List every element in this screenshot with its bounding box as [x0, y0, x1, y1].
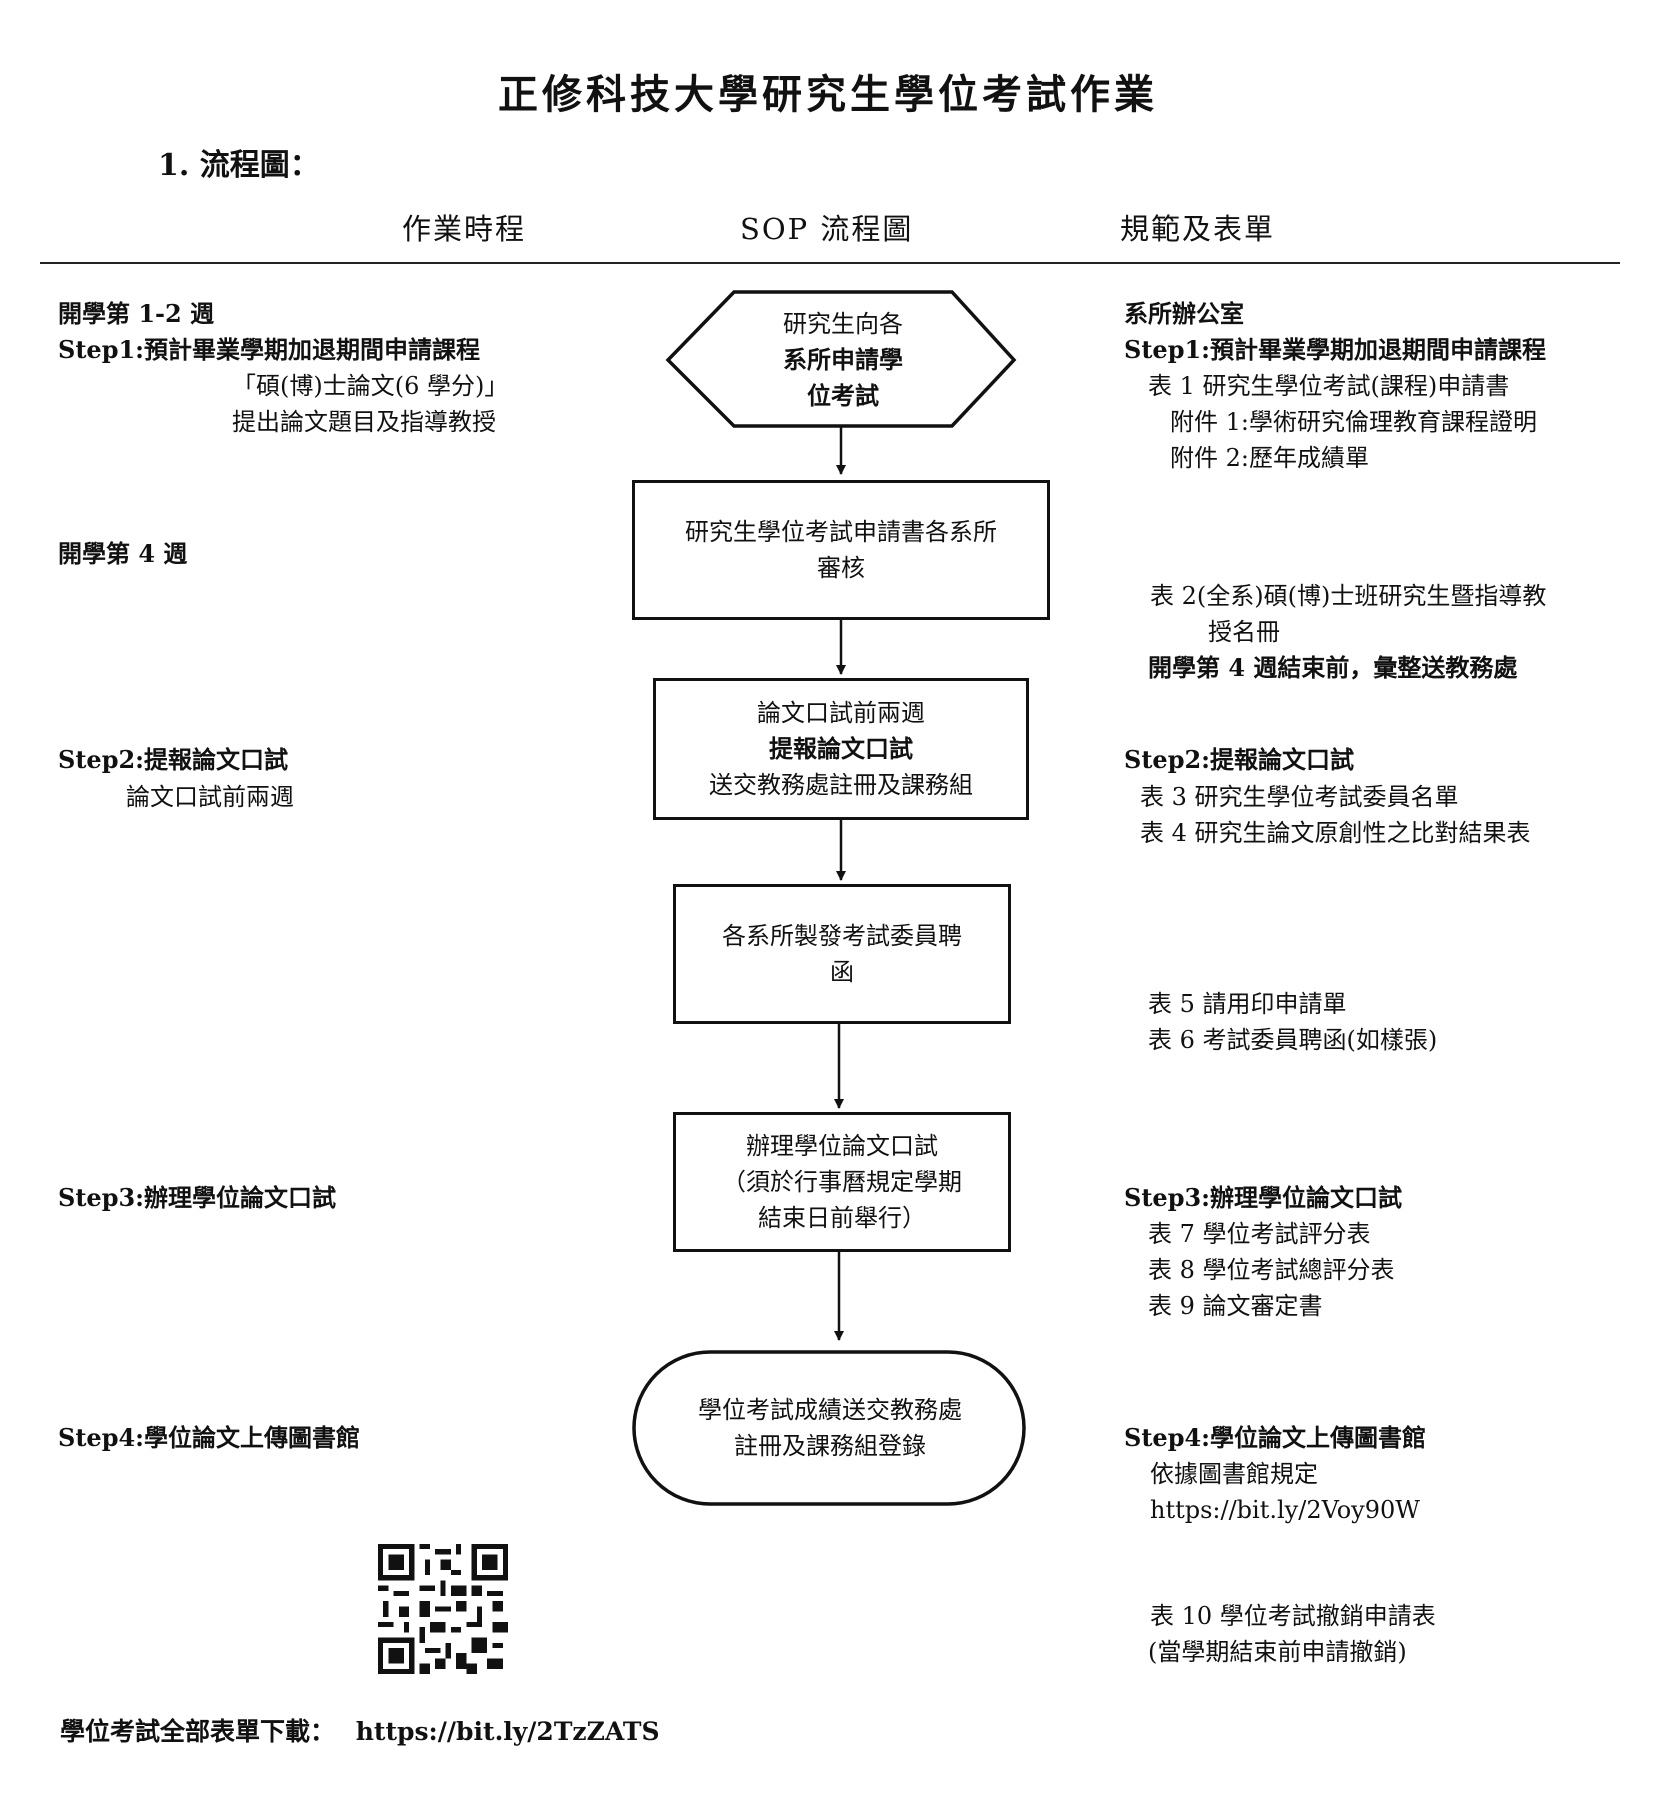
flow-node-oral-exam-line3: 結束日前舉行） — [758, 1204, 926, 1232]
flow-node-review-line1: 研究生學位考試申請書各系所 — [685, 518, 997, 546]
forms-form6: 表 6 考試委員聘函(如樣張) — [1148, 1026, 1438, 1054]
forms-form10: 表 10 學位考試撤銷申請表 — [1150, 1602, 1436, 1630]
flow-node-apply-line3: 位考試 — [807, 381, 879, 410]
forms-step3: Step3:辦理學位論文口試 — [1124, 1183, 1403, 1212]
flow-node-appointment-line2: 函 — [830, 958, 854, 986]
schedule-step3: Step3:辦理學位論文口試 — [58, 1183, 337, 1212]
flow-node-report: 論文口試前兩週 提報論文口試 送交教務處註冊及課務組 — [653, 678, 1029, 820]
flow-node-apply-line1: 研究生向各 — [783, 310, 903, 338]
flow-node-oral-exam-line2: （須於行事曆規定學期 — [722, 1168, 962, 1196]
forms-form10-note: (當學期結束前申請撤銷) — [1148, 1638, 1407, 1666]
forms-library-url[interactable]: https://bit.ly/2Voy90W — [1150, 1496, 1420, 1524]
forms-step2: Step2:提報論文口試 — [1124, 745, 1355, 774]
flow-node-review-line2: 審核 — [817, 554, 865, 582]
footer-download-url[interactable]: https://bit.ly/2TzZATS — [355, 1717, 660, 1746]
schedule-week4: 開學第 4 週 — [58, 539, 188, 568]
column-header-schedule: 作業時程 — [402, 212, 527, 246]
page-title: 正修科技大學研究生學位考試作業 — [498, 71, 1158, 118]
forms-form2-line1: 表 2(全系)碩(博)士班研究生暨指導教 — [1150, 582, 1547, 610]
forms-library-rule: 依據圖書館規定 — [1150, 1460, 1318, 1488]
flow-node-grade-record: 學位考試成績送交教務處 註冊及課務組登錄 — [650, 1360, 1010, 1496]
forms-deadline: 開學第 4 週結束前，彙整送教務處 — [1148, 653, 1518, 682]
flow-node-review: 研究生學位考試申請書各系所 審核 — [632, 480, 1050, 620]
start-node-shape — [665, 290, 1017, 428]
flow-node-apply-line2: 系所申請學 — [783, 345, 903, 374]
schedule-step2: Step2:提報論文口試 — [58, 745, 289, 774]
flow-node-apply: 研究生向各 系所申請學 位考試 — [734, 300, 952, 420]
header-divider — [40, 262, 1620, 264]
forms-form2-line2: 授名冊 — [1208, 618, 1280, 646]
schedule-topic: 提出論文題目及指導教授 — [232, 408, 496, 436]
flow-node-appointment: 各系所製發考試委員聘 函 — [673, 884, 1011, 1024]
flow-node-appointment-line1: 各系所製發考試委員聘 — [722, 922, 962, 950]
forms-attachment2: 附件 2:歷年成績單 — [1170, 444, 1369, 472]
forms-form9: 表 9 論文審定書 — [1148, 1292, 1323, 1320]
section-heading: 1. 流程圖： — [158, 148, 320, 183]
forms-form1: 表 1 研究生學位考試(課程)申請書 — [1148, 372, 1510, 400]
forms-step4: Step4:學位論文上傳圖書館 — [1124, 1423, 1427, 1452]
forms-attachment1: 附件 1:學術研究倫理教育課程證明 — [1170, 408, 1537, 436]
schedule-step1: Step1:預計畢業學期加退期間申請課程 — [58, 335, 481, 364]
schedule-week12: 開學第 1-2 週 — [58, 299, 215, 328]
forms-form3: 表 3 研究生學位考試委員名單 — [1140, 783, 1459, 811]
forms-form8: 表 8 學位考試總評分表 — [1148, 1256, 1395, 1284]
terminal-node-shape — [632, 1350, 1026, 1506]
flow-node-report-line1: 論文口試前兩週 — [757, 699, 925, 727]
qr-code-icon[interactable] — [378, 1544, 508, 1674]
flow-node-report-line2: 提報論文口試 — [769, 734, 913, 763]
flow-node-grade-record-line1: 學位考試成績送交教務處 — [698, 1396, 962, 1424]
forms-step1: Step1:預計畢業學期加退期間申請課程 — [1124, 335, 1547, 364]
schedule-step4: Step4:學位論文上傳圖書館 — [58, 1423, 361, 1452]
flow-node-grade-record-line2: 註冊及課務組登錄 — [734, 1432, 926, 1460]
forms-form5: 表 5 請用印申請單 — [1148, 990, 1347, 1018]
footer-download-label: 學位考試全部表單下載： — [60, 1717, 336, 1746]
column-header-forms: 規範及表單 — [1120, 212, 1276, 246]
forms-form4: 表 4 研究生論文原創性之比對結果表 — [1140, 819, 1531, 847]
footer-download: 學位考試全部表單下載： https://bit.ly/2TzZATS — [60, 1712, 660, 1748]
schedule-step2-sub: 論文口試前兩週 — [126, 783, 294, 811]
flow-node-report-line3: 送交教務處註冊及課務組 — [709, 771, 973, 799]
schedule-course: 「碩(博)士論文(6 學分)」 — [232, 372, 509, 400]
flow-node-oral-exam-line1: 辦理學位論文口試 — [746, 1132, 938, 1160]
forms-office: 系所辦公室 — [1124, 299, 1244, 328]
flow-node-oral-exam: 辦理學位論文口試 （須於行事曆規定學期 結束日前舉行） — [673, 1112, 1011, 1252]
column-header-sop: SOP 流程圖 — [740, 212, 914, 246]
forms-form7: 表 7 學位考試評分表 — [1148, 1220, 1371, 1248]
